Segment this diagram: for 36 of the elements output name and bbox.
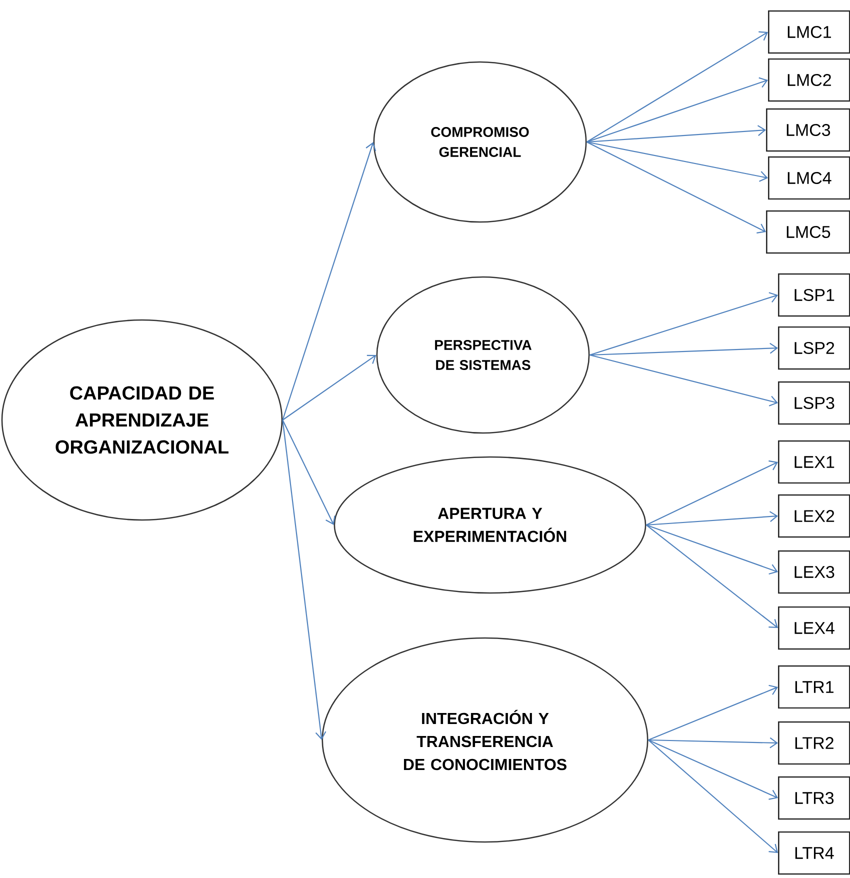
arrow: [282, 142, 376, 420]
arrow: [648, 737, 778, 748]
arrow: [646, 511, 778, 526]
arrow: [648, 740, 778, 853]
arrow: [590, 354, 778, 406]
arrow: [586, 141, 768, 182]
box: LTR3: [778, 776, 850, 820]
box: LTR4: [778, 831, 850, 875]
box: LEX1: [778, 440, 850, 484]
box: LEX2: [778, 494, 850, 538]
arrow: [282, 420, 336, 525]
arrow: [646, 524, 778, 628]
arrow: [282, 420, 326, 740]
box: LMC2: [768, 58, 850, 102]
box: LTR2: [778, 721, 850, 765]
arrow: [648, 740, 778, 800]
box: LSP1: [778, 273, 850, 317]
box: LMC5: [766, 210, 850, 254]
box: LSP2: [778, 326, 850, 370]
arrow: [282, 354, 376, 420]
box: LEX3: [778, 550, 850, 594]
arrow: [646, 524, 778, 575]
arrow: [586, 142, 766, 234]
arrow: [590, 292, 778, 356]
box: LSP3: [778, 381, 850, 425]
arrow: [586, 77, 768, 143]
box: LTR1: [778, 665, 850, 709]
box: LMC1: [768, 10, 850, 54]
arrow: [586, 125, 766, 143]
arrow: [646, 460, 778, 526]
arrow: [586, 31, 768, 142]
box: LEX4: [778, 606, 850, 650]
arrow: [648, 684, 778, 740]
arrow: [590, 342, 778, 356]
box: LMC4: [768, 156, 850, 200]
box: LMC3: [766, 108, 850, 152]
